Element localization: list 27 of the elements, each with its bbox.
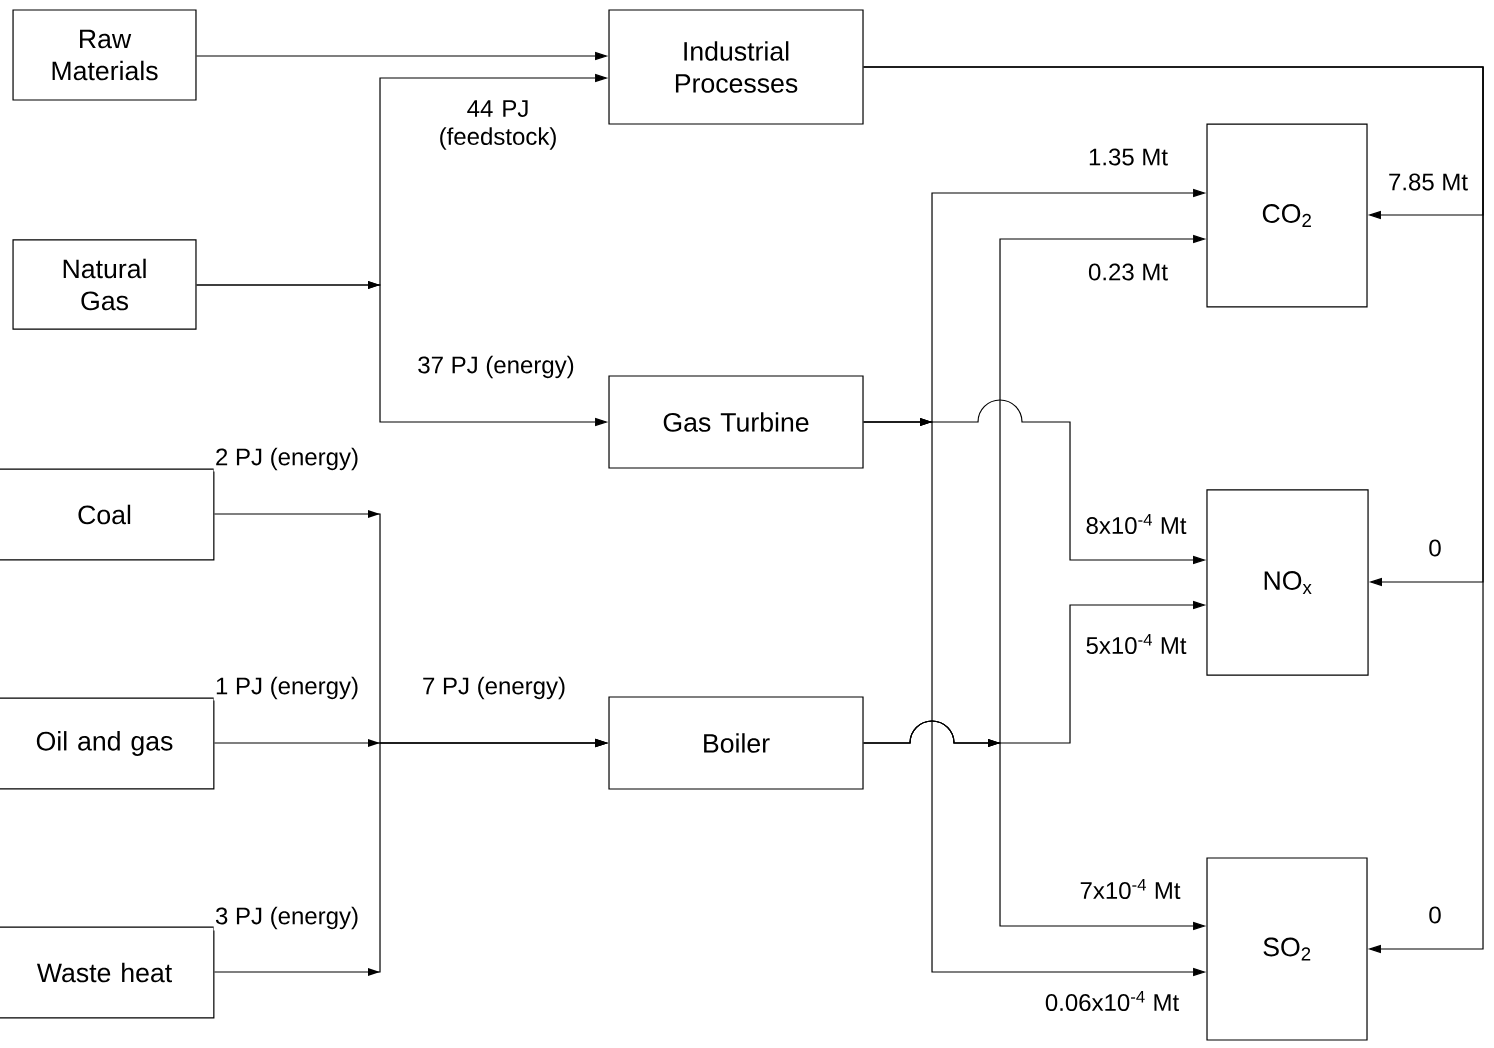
- process-box: Boiler: [608, 696, 864, 790]
- edge-label: 2 PJ (energy): [213, 446, 361, 472]
- edge-label: 0.23 Mt: [1086, 262, 1170, 282]
- flow-label: 7 PJ (energy): [420, 675, 568, 701]
- process-box: Waste heat: [0, 926, 215, 1019]
- edge-label: 1 PJ (energy): [213, 675, 361, 701]
- edge-label: 5x10$^{-4}$ Mt: [1084, 632, 1188, 656]
- edge-label: 7x10$^{-4}$ Mt: [1078, 877, 1182, 901]
- process-box: Natural Gas: [12, 239, 197, 330]
- process-box: Industrial Processes: [608, 9, 864, 125]
- edge-label: 7.85 Mt: [1386, 172, 1470, 192]
- edge-label: 0: [1427, 538, 1443, 558]
- process-box: Coal: [0, 468, 215, 561]
- edge-label: 0: [1427, 905, 1443, 925]
- process-box: SO$_{2}$: [1206, 857, 1368, 1041]
- process-box: Oil and gas: [0, 697, 215, 790]
- process-box: CO$_{2}$: [1206, 123, 1368, 308]
- edge-label: 44 PJ (feedstock): [420, 98, 576, 152]
- process-box: Gas Turbine: [608, 375, 864, 469]
- process-box: Raw Materials: [12, 9, 197, 101]
- edge-label: 3 PJ (energy): [213, 905, 361, 931]
- arrow: [863, 66, 1484, 954]
- edge-label: 37 PJ (energy): [416, 354, 577, 380]
- edge-label: 1.35 Mt: [1086, 147, 1170, 167]
- process-box: NO$_{x}$: [1206, 489, 1369, 676]
- edge-label: 0.06x10$^{-4}$ Mt: [1043, 989, 1181, 1013]
- edge-label: 8x10$^{-4}$ Mt: [1084, 512, 1188, 536]
